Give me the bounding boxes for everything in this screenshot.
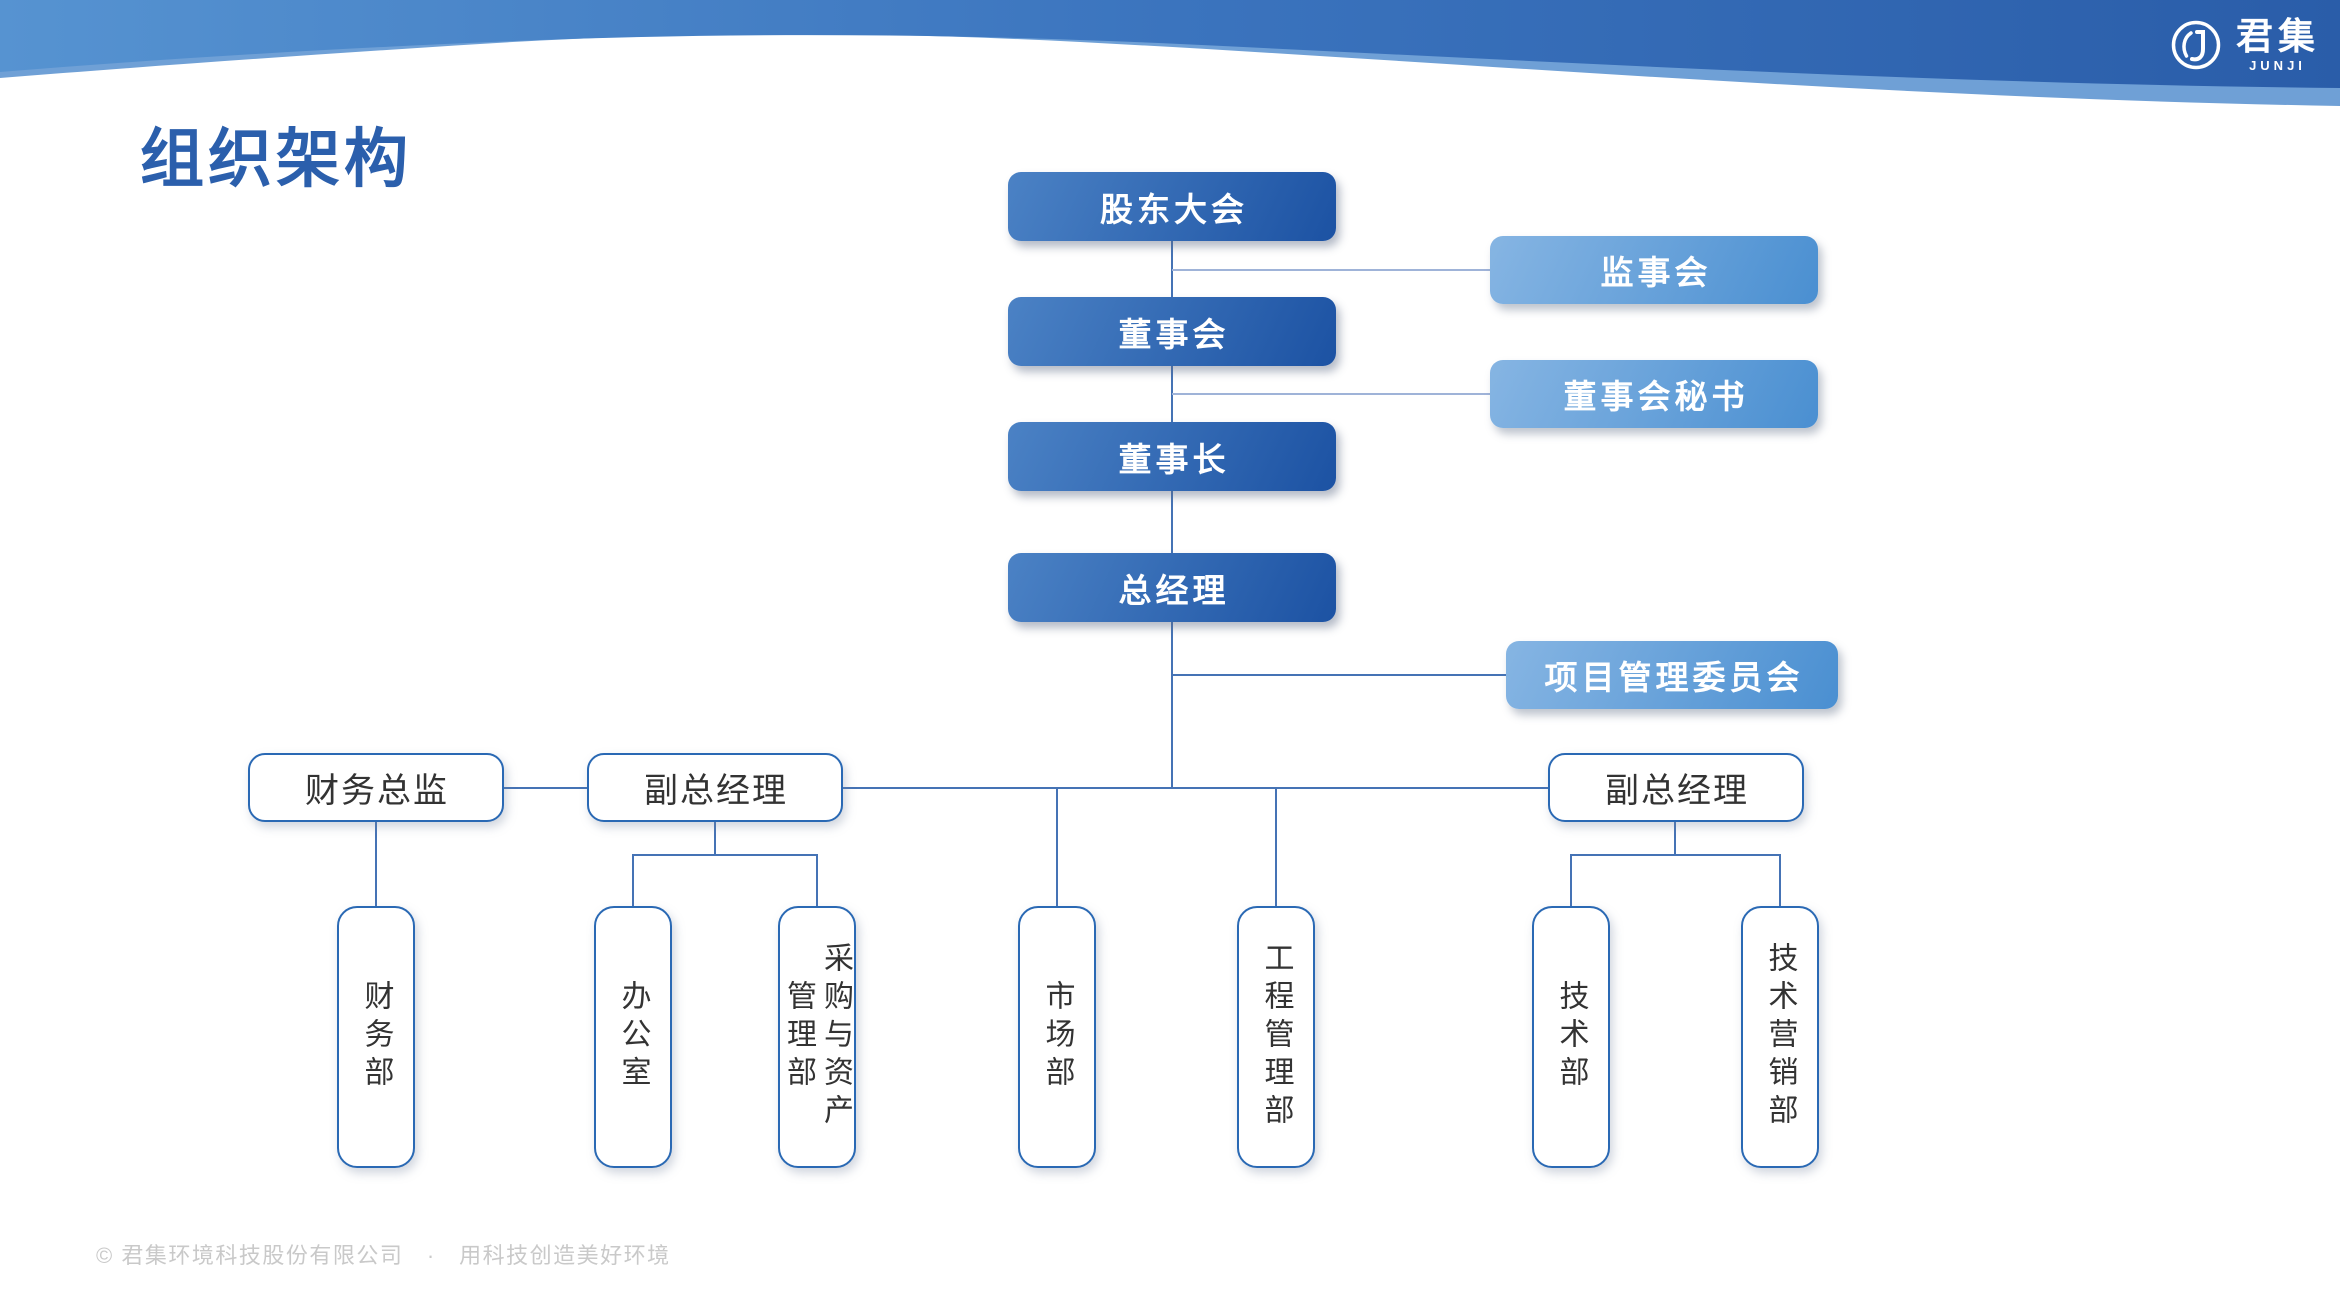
node-label: 项目管理委员会 [1544,659,1804,696]
node-shareholders-meeting: 股东大会 [1008,172,1336,241]
node-chairman: 董事长 [1008,422,1336,491]
connector-to-marketing [1056,788,1058,906]
footer-copyright: © 君集环境科技股份有限公司 · 用科技创造美好环境 [96,1243,671,1268]
junji-logo-icon [2171,20,2221,70]
node-finance-director: 财务总监 [248,753,504,822]
node-label: 办公室 [616,980,650,1094]
connector-to-supervisory [1172,269,1490,271]
connector-to-tech-marketing [1779,854,1781,906]
node-board-of-directors: 董事会 [1008,297,1336,366]
connector-vgm-right-drop [1674,822,1676,855]
connector-to-pmc [1172,674,1506,676]
page-title: 组织架构 [140,123,412,195]
node-label: 总经理 [1118,571,1230,609]
connector-vgm-left-drop [714,822,716,855]
node-label: 采购与资产管理部 [782,942,852,1132]
connector-vgm-left-split [633,854,818,856]
node-label: 财务部 [359,980,393,1094]
node-label: 监事会 [1600,254,1712,291]
node-tech-dept: 技术部 [1532,906,1610,1168]
node-general-manager: 总经理 [1008,553,1336,622]
brand-name-cn: 君集 [2236,16,2320,57]
connector-to-engineering [1275,788,1277,906]
connector-chairman-gm [1171,490,1173,554]
header-wave [0,0,2340,106]
node-label: 股东大会 [1100,190,1248,228]
node-deputy-gm-left: 副总经理 [587,753,843,822]
connector-vgm-right-split [1571,854,1781,856]
node-label: 财务总监 [305,772,449,810]
node-marketing-dept: 市场部 [1018,906,1096,1168]
node-project-management-committee: 项目管理委员会 [1506,641,1838,709]
header-wave-main [0,0,2340,88]
node-deputy-gm-right: 副总经理 [1548,753,1804,822]
node-label: 董事会秘书 [1563,378,1749,415]
connector-to-office [632,854,634,906]
brand-logo: 君集 JUNJI [2170,18,2320,72]
node-procurement-asset-dept: 采购与资产管理部 [778,906,856,1168]
node-label: 工程管理部 [1259,942,1293,1132]
node-finance-dept: 财务部 [337,906,415,1168]
node-label: 技术部 [1554,980,1588,1094]
node-engineering-mgmt-dept: 工程管理部 [1237,906,1315,1168]
connector-to-procurement [816,854,818,906]
node-label: 董事会 [1118,315,1230,353]
node-label: 技术营销部 [1763,942,1797,1132]
node-label: 市场部 [1040,980,1074,1094]
connector-management-rail [500,787,1550,789]
node-label: 董事长 [1118,440,1230,478]
connector-to-board-secretary [1172,393,1490,395]
node-board-secretary: 董事会秘书 [1490,360,1818,428]
connector-gm-rail [1171,622,1173,788]
brand-name-en: JUNJI [2249,58,2306,73]
connector-cfo-finance [375,822,377,906]
connector-to-tech [1570,854,1572,906]
node-tech-marketing-dept: 技术营销部 [1741,906,1819,1168]
node-office: 办公室 [594,906,672,1168]
node-label: 副总经理 [644,772,788,810]
node-supervisory-board: 监事会 [1490,236,1818,304]
node-label: 副总经理 [1605,772,1749,810]
